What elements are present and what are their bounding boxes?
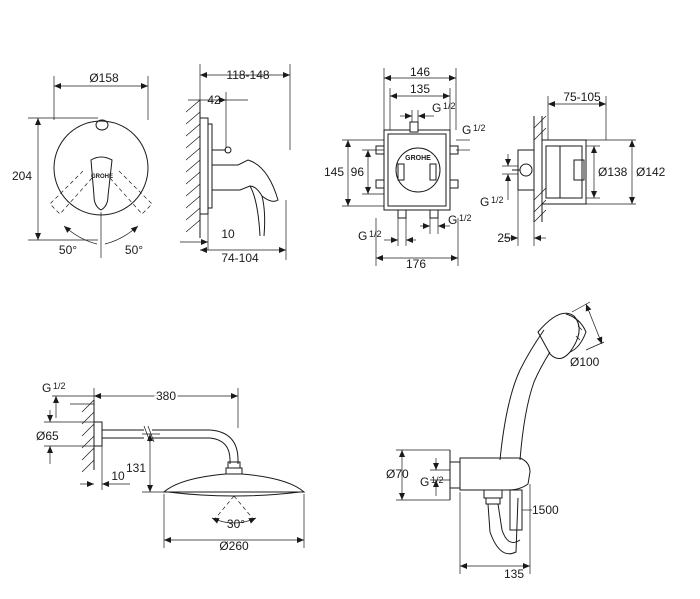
mixer-side-projection-label: 74-104 [221, 251, 259, 265]
head-shower-thread-label: G [42, 381, 51, 395]
hand-shower-elbow-dim: Ø70 [386, 449, 450, 501]
box-side-thread-label: G [480, 195, 489, 209]
mixer-dia-label: Ø158 [89, 71, 119, 85]
box-thread-top-label: G [432, 101, 441, 115]
hand-shower-head-dia-label: Ø100 [570, 355, 600, 369]
box-side-dia-inner-label: Ø138 [598, 165, 628, 179]
box-side-depth-dim: 25 [497, 190, 546, 246]
box-front-outline [375, 121, 459, 219]
mixer-side-depth-dim: 10 [180, 214, 235, 250]
head-shower-drop-label: 131 [126, 461, 146, 475]
box-thread-bottom-right: G 1/2 [420, 213, 472, 234]
mixer-front-view: GROHE Ø158 204 50° 50° [12, 71, 153, 258]
box-height-inner-dim: 96 [351, 149, 384, 195]
box-height-inner-label: 96 [351, 165, 365, 179]
head-shower-thread-frac: 1/2 [53, 381, 66, 391]
mixer-height-dimension: 204 [12, 117, 98, 241]
box-height-outer-label: 145 [324, 165, 344, 179]
box-width-inner-label: 135 [410, 82, 430, 96]
head-shower-wall-hatch [81, 399, 95, 473]
box-front-view: GROHE 146 135 G 1/2 G 1/2 [324, 65, 486, 271]
box-width-total-dim: 176 [375, 218, 459, 271]
box-side-depth-range-dim: 75-105 [547, 90, 607, 140]
box-thread-br-frac: 1/2 [459, 213, 472, 223]
hand-shower-hose-dim: 1500 [522, 503, 559, 517]
mixer-angle-left: 50° [59, 243, 77, 257]
hand-shower-holder [459, 457, 531, 555]
mixer-side-projection-dim: 74-104 [200, 200, 287, 265]
box-side-dia-outer-dim: Ø142 [586, 139, 666, 205]
head-shower-view: G 1/2 380 Ø65 131 10 30° [36, 381, 306, 553]
box-thread-right: G 1/2 [456, 123, 486, 151]
head-shower-arm [93, 421, 243, 475]
mixer-side-wall-hatch [185, 99, 201, 238]
box-width-outer-dim: 146 [383, 65, 457, 130]
hand-shower-view: Ø100 Ø70 G 1/2 1500 135 [386, 301, 605, 581]
box-side-dia-outer-label: Ø142 [636, 165, 666, 179]
mixer-angle-right: 50° [125, 243, 143, 257]
box-side-view: 75-105 Ø138 Ø142 G 1/2 25 [480, 90, 666, 246]
box-thread-bl-frac: 1/2 [369, 229, 382, 239]
box-thread-right-frac: 1/2 [473, 123, 486, 133]
hand-shower-width-label: 135 [504, 567, 524, 581]
mixer-angle-dimensions: 50° 50° [59, 212, 143, 258]
head-shower-head [162, 473, 306, 524]
box-side-depth-label: 25 [497, 231, 511, 245]
box-side-thread: G 1/2 [480, 154, 518, 209]
box-side-outline [512, 139, 587, 205]
head-shower-dia-dim: Ø260 [163, 494, 305, 553]
mixer-side-depth-range-dim: 118-148 [199, 64, 291, 150]
head-shower-thread-dim: G 1/2 [42, 381, 94, 418]
box-thread-top: G 1/2 [400, 101, 456, 122]
box-thread-br-label: G [448, 213, 457, 227]
box-width-inner-dim: 135 [389, 82, 451, 130]
mixer-brand-label: GROHE [91, 174, 113, 180]
mixer-side-outline [199, 117, 279, 237]
box-side-thread-frac: 1/2 [491, 195, 504, 205]
box-brand-label: GROHE [405, 155, 431, 162]
hand-shower-elbow-label: Ø70 [386, 467, 409, 481]
mixer-side-depth-label: 10 [221, 227, 235, 241]
box-side-wall-hatch [533, 115, 547, 223]
head-shower-rosette-dim: Ø65 [36, 410, 94, 464]
box-side-depth-range-label: 75-105 [563, 90, 601, 104]
box-thread-bl-label: G [358, 229, 367, 243]
hand-shower-hose-label: 1500 [532, 503, 559, 517]
box-side-dia-inner-dim: Ø138 [586, 145, 628, 199]
head-shower-arm-length-label: 380 [156, 389, 176, 403]
box-width-outer-label: 146 [410, 65, 430, 79]
box-height-outer-dim: 145 [324, 139, 384, 207]
head-shower-wall-dim: 10 [80, 446, 130, 490]
hand-shower-thread-label: G [420, 475, 429, 489]
hand-shower-thread-dim: G 1/2 [420, 458, 450, 496]
head-shower-angle-label: 30° [227, 517, 245, 531]
head-shower-wall-label: 10 [111, 469, 125, 483]
box-width-total-label: 176 [406, 257, 426, 271]
mixer-side-view: 118-148 42 10 74-104 [180, 64, 291, 265]
hand-shower-handle [499, 312, 587, 461]
head-shower-dia-label: Ø260 [219, 539, 249, 553]
hand-shower-head-dia-dim: Ø100 [570, 301, 605, 369]
head-shower-rosette-label: Ø65 [36, 429, 59, 443]
box-thread-right-label: G [462, 123, 471, 137]
head-shower-drop-dim: 131 [126, 433, 166, 493]
hand-shower-wall [449, 450, 461, 500]
box-thread-top-frac: 1/2 [443, 101, 456, 111]
mixer-front-outline [49, 119, 153, 216]
box-thread-bottom-left: G 1/2 [358, 218, 416, 246]
hand-shower-thread-frac: 1/2 [431, 475, 444, 485]
mixer-height-label: 204 [12, 169, 32, 183]
head-shower-arm-length-dim: 380 [93, 387, 239, 428]
mixer-dia-dimension: Ø158 [53, 71, 149, 120]
hand-shower-width-dim: 135 [459, 484, 531, 581]
mixer-side-offset-dim: 42 [188, 92, 248, 148]
mixer-side-offset-label: 42 [207, 93, 221, 107]
mixer-side-depth-range-label: 118-148 [226, 68, 269, 82]
